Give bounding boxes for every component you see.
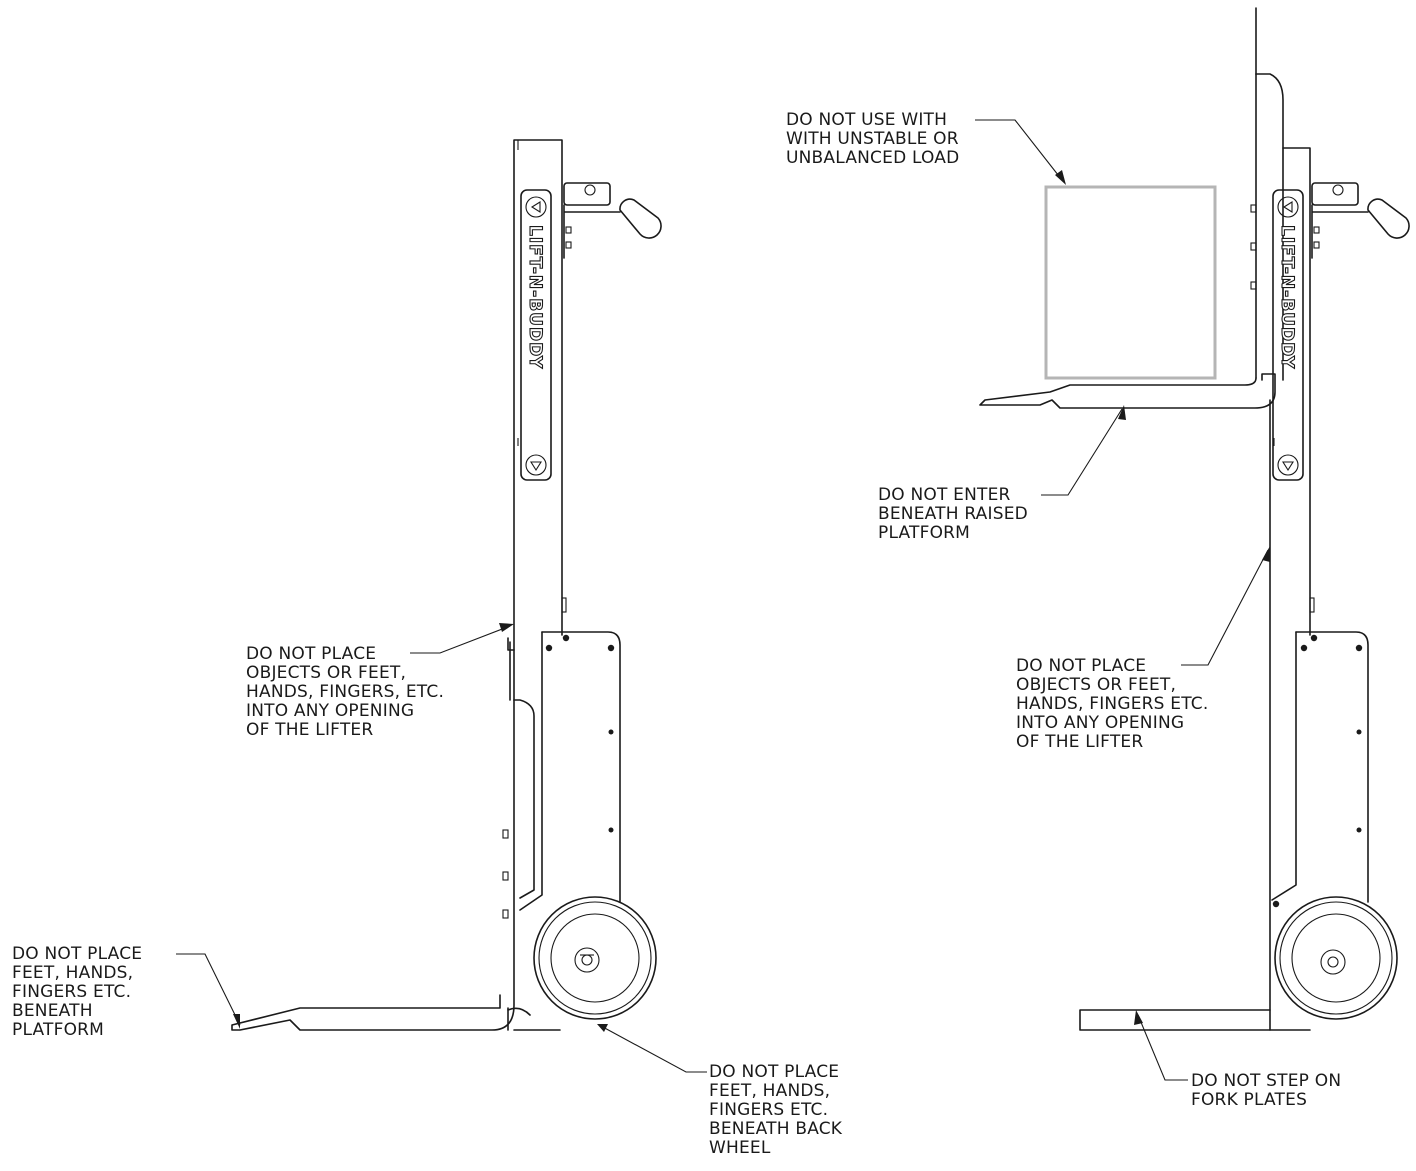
callout-line: UNBALANCED LOAD <box>786 148 960 168</box>
left-brand-text: LIFT-N-BUDDY <box>525 225 545 369</box>
callout-back-wheel: DO NOT PLACE FEET, HANDS, FINGERS ETC. B… <box>709 1063 842 1158</box>
callout-line: FINGERS ETC. <box>12 982 132 1002</box>
callout-line: HANDS, FINGERS, ETC. <box>246 682 445 702</box>
callout-line: HANDS, FINGERS ETC. <box>1016 694 1209 714</box>
callout-line: DO NOT PLACE <box>709 1062 840 1082</box>
callout-line: OF THE LIFTER <box>246 720 374 740</box>
callout-leaders <box>176 119 1270 1081</box>
callout-line: DO NOT ENTER <box>878 485 1011 505</box>
callout-line: FINGERS ETC. <box>709 1100 829 1120</box>
left-lifter: LIFT-N-BUDDY <box>231 139 662 1031</box>
callout-line: WHEEL <box>709 1138 771 1158</box>
callout-right-opening: DO NOT PLACE OBJECTS OR FEET, HANDS, FIN… <box>1016 657 1208 752</box>
callout-line: DO NOT PLACE <box>246 644 377 664</box>
callout-line: BENEATH BACK <box>709 1119 843 1139</box>
callout-line: OF THE LIFTER <box>1016 732 1144 752</box>
callout-line: OBJECTS OR FEET, <box>1016 675 1177 695</box>
callout-raised-platform: DO NOT ENTER BENEATH RAISED PLATFORM <box>878 486 1028 543</box>
callout-unstable-load: DO NOT USE WITH WITH UNSTABLE OR UNBALAN… <box>786 111 959 168</box>
callout-line: INTO ANY OPENING <box>1016 713 1185 733</box>
callout-line: DO NOT PLACE <box>12 944 143 964</box>
callout-line: FEET, HANDS, <box>709 1081 831 1101</box>
callout-line: BENEATH RAISED <box>878 504 1028 524</box>
callout-line: PLATFORM <box>878 523 971 543</box>
callout-left-platform: DO NOT PLACE FEET, HANDS, FINGERS ETC. B… <box>12 945 142 1040</box>
callout-line: DO NOT PLACE <box>1016 656 1147 676</box>
callout-line: INTO ANY OPENING <box>246 701 415 721</box>
callout-left-opening: DO NOT PLACE OBJECTS OR FEET, HANDS, FIN… <box>246 645 444 740</box>
callout-fork-plates: DO NOT STEP ON FORK PLATES <box>1191 1072 1341 1110</box>
right-lifter: LIFT-N-BUDDY <box>979 7 1410 1031</box>
callout-line: DO NOT USE WITH <box>786 110 948 130</box>
callout-line: BENEATH <box>12 1001 93 1021</box>
right-brand-text: LIFT-N-BUDDY <box>1277 225 1297 369</box>
callout-line: FORK PLATES <box>1191 1090 1308 1110</box>
callout-line: WITH UNSTABLE OR <box>786 129 959 149</box>
callout-line: OBJECTS OR FEET, <box>246 663 407 683</box>
callout-line: PLATFORM <box>12 1020 105 1040</box>
callout-line: DO NOT STEP ON <box>1191 1071 1342 1091</box>
callout-line: FEET, HANDS, <box>12 963 134 983</box>
unstable-load-box <box>1044 185 1217 380</box>
